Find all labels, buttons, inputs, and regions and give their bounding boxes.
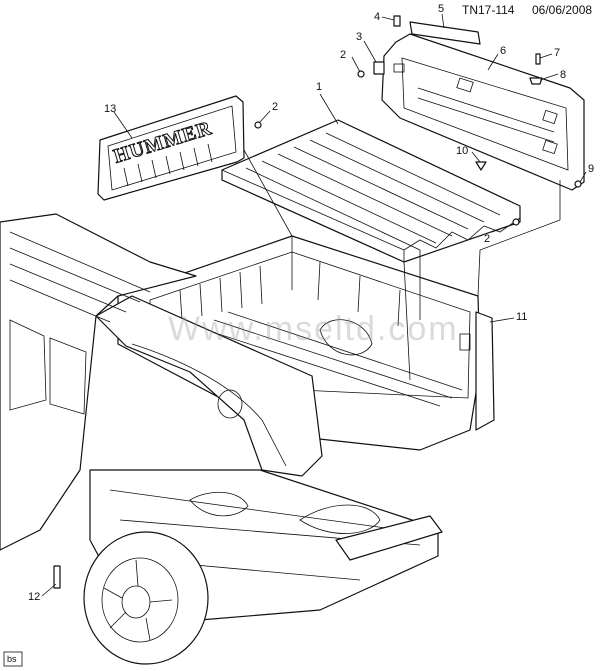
callout-12: 12	[28, 591, 40, 603]
tailgate-trim-panel: HUMMER	[97, 95, 245, 201]
nut-2-top	[357, 70, 365, 78]
leader-lines	[41, 13, 587, 597]
callout-10: 10	[456, 145, 468, 157]
callout-labels: 1 2 2 2 3 4 5 6 7 8 9 10 11 12 13	[28, 3, 594, 603]
rivet-10	[475, 161, 487, 171]
diagram-date: 06/06/2008	[532, 3, 592, 17]
callout-3: 3	[356, 31, 362, 43]
callout-5: 5	[438, 3, 444, 15]
nut-2-panel	[254, 121, 262, 129]
callout-4: 4	[374, 11, 380, 23]
callout-9: 9	[588, 163, 594, 175]
handle-bezel	[409, 21, 481, 45]
bolt-9	[574, 180, 582, 188]
bed-floor	[221, 119, 521, 263]
callout-2-panel: 2	[272, 101, 278, 113]
frame-bolt-12	[53, 565, 61, 589]
corner-badge-box	[3, 651, 23, 667]
callout-6: 6	[500, 45, 506, 57]
nut-2-floor	[512, 218, 520, 226]
screw-7	[535, 53, 541, 65]
diagram-id: TN17-114	[462, 3, 515, 17]
callout-1: 1	[316, 81, 322, 93]
callout-8: 8	[560, 69, 566, 81]
callout-2-top: 2	[340, 49, 346, 61]
clip-8	[529, 77, 543, 85]
corner-badge: bs	[7, 654, 17, 664]
watermark: Www.mseltd.com	[168, 310, 459, 348]
callout-7: 7	[554, 47, 560, 59]
rear-wheel	[83, 531, 209, 665]
bolt-4	[393, 15, 401, 27]
callout-11: 11	[516, 311, 527, 323]
callout-13: 13	[104, 103, 116, 115]
tailgate-hinge	[373, 61, 385, 75]
callout-2-floor: 2	[484, 233, 490, 245]
truck-cab	[0, 213, 197, 551]
pickup-box	[95, 235, 495, 477]
